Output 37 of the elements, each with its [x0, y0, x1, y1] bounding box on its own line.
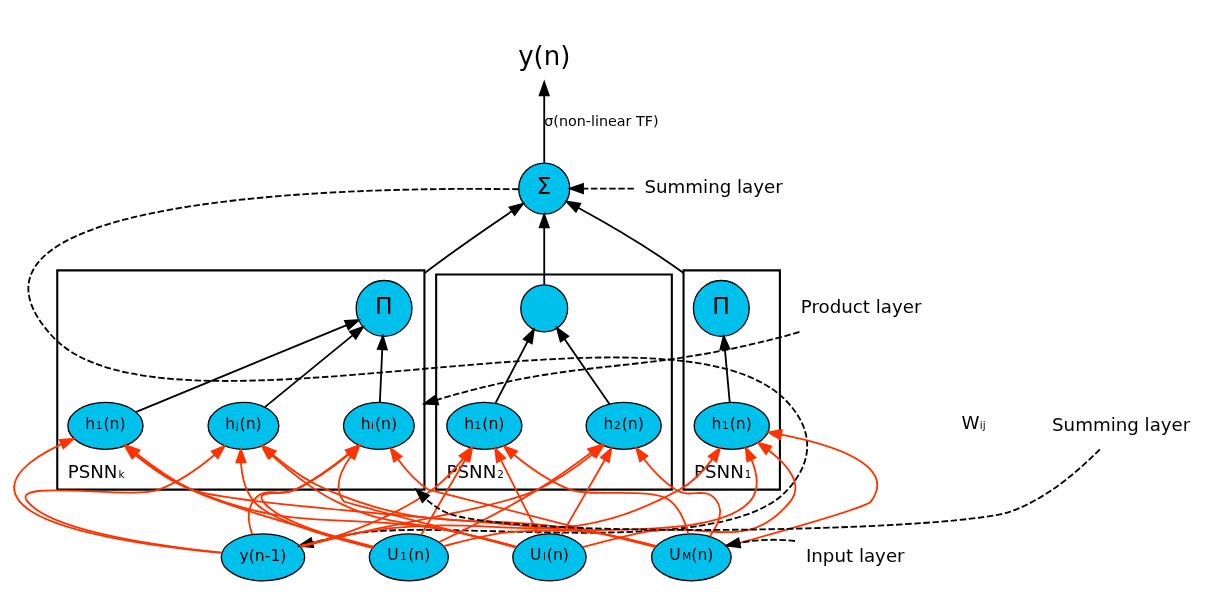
node-ellipse: y(n-1) — [220, 533, 306, 582]
arrow — [263, 325, 366, 408]
node-text: Product layer — [800, 296, 922, 318]
arrow — [538, 79, 551, 164]
arrow — [723, 536, 796, 549]
arrow — [423, 202, 526, 275]
arrow — [376, 333, 389, 404]
node-ellipse: h2(n) — [585, 401, 662, 450]
arrow — [555, 325, 611, 405]
node-circle: Π — [355, 279, 413, 337]
node-ellipse: h1(n) — [67, 401, 144, 450]
node-ellipse: hi(n) — [342, 401, 415, 450]
arrow — [494, 327, 536, 404]
node-circle — [520, 284, 569, 333]
arrow — [634, 445, 721, 538]
arrow — [421, 330, 801, 406]
node-text: y(n) — [518, 41, 571, 72]
node-ellipse: h1(n) — [446, 401, 523, 450]
node-circle: Π — [692, 279, 750, 337]
node-text: Input layer — [805, 545, 905, 567]
node-ellipse: U1(n) — [368, 533, 449, 582]
arrow — [493, 446, 540, 536]
label: Wij — [961, 412, 986, 434]
arrow — [538, 211, 551, 286]
arrow — [719, 333, 731, 404]
node-ellipse: h1(n) — [693, 401, 770, 450]
node-ellipse: UM(n) — [650, 533, 732, 582]
edge-label: σ(non-linear TF) — [544, 113, 659, 130]
arrow — [567, 182, 635, 195]
arrow — [560, 446, 613, 536]
arrow — [135, 319, 362, 413]
node-circle: Σ — [518, 162, 571, 215]
node-ellipse: hj(n) — [207, 401, 280, 450]
node-text: Summing layer — [644, 176, 783, 198]
node-text: Summing layer — [1052, 413, 1191, 435]
arrow — [564, 200, 685, 275]
arrow — [414, 448, 1101, 531]
